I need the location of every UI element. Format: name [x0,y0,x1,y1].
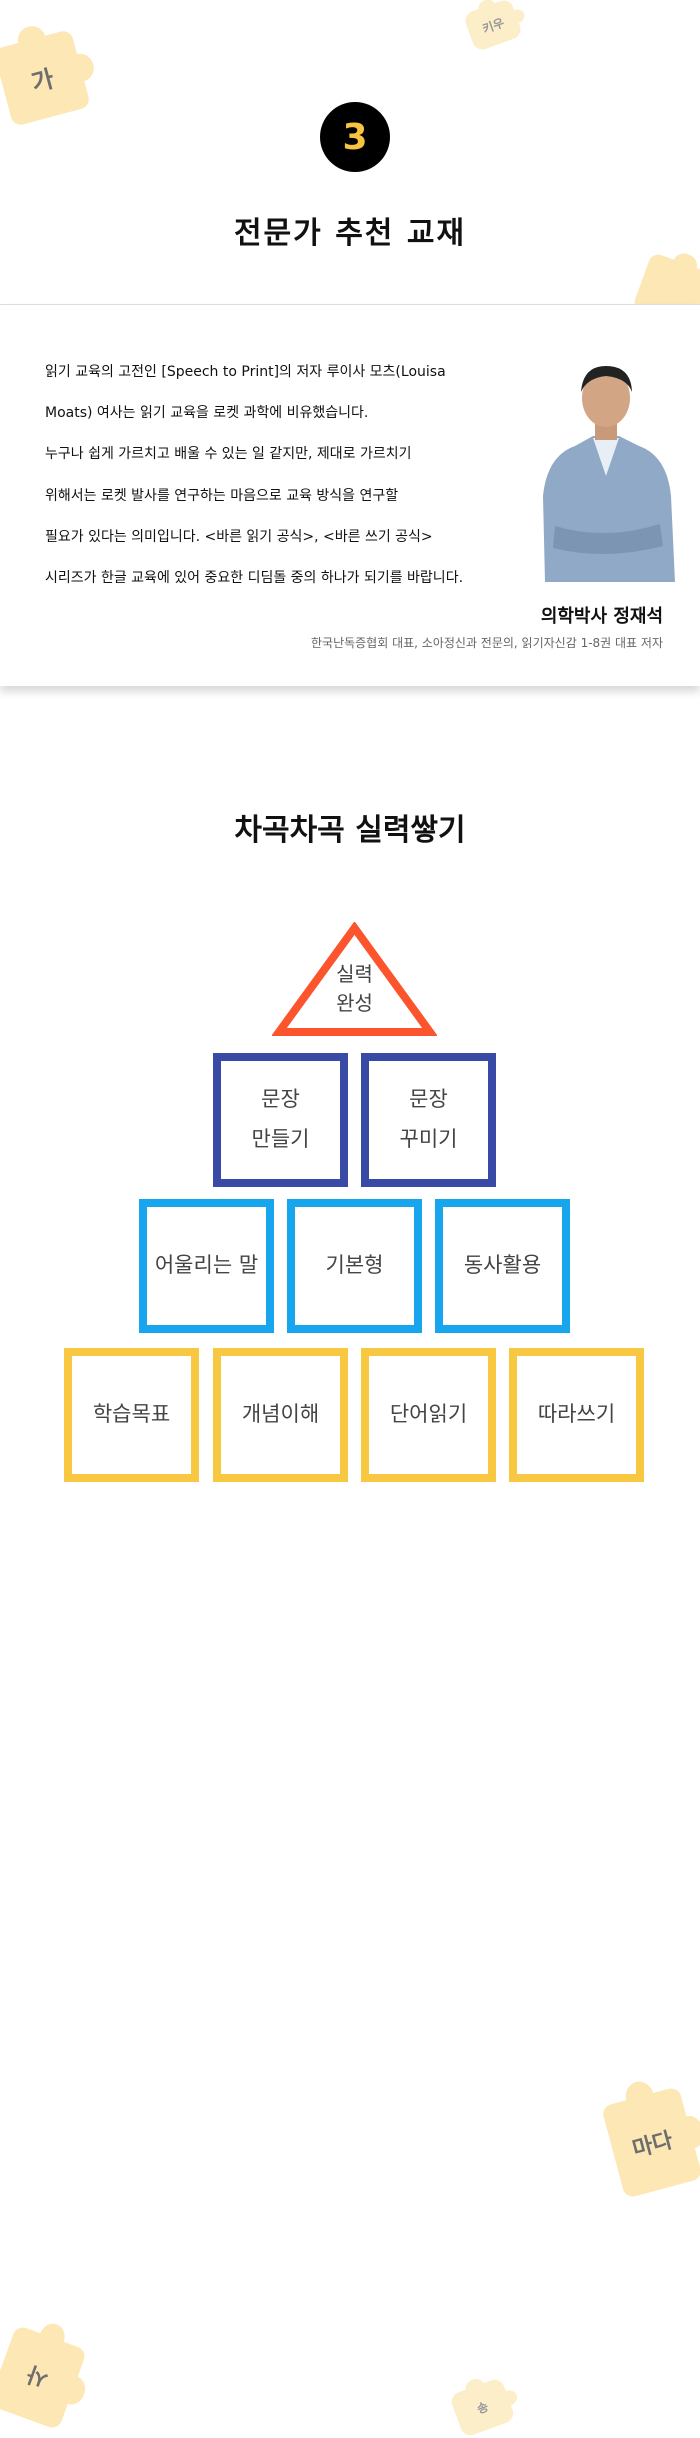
puzzle-decoration: 사 [0,2324,88,2431]
label-line: 문장 [409,1087,448,1112]
author-credentials: 한국난독증협회 대표, 소아정신과 전문의, 읽기자신감 1-8권 대표 저자 [310,636,663,650]
author-photo [543,366,675,582]
quote-line: 필요가 있다는 의미입니다. <바른 읽기 공식>, <바른 쓰기 공식> [45,529,433,545]
author-name: 의학박사 정재석 [540,606,663,627]
quote-line: 읽기 교육의 고전인 [Speech to Print]의 저자 루이사 모츠(… [45,364,446,380]
label-line: 개념이해 [241,1402,320,1427]
puzzle-letter: 송 [475,2399,491,2417]
expert-recommendation-card: 읽기 교육의 고전인 [Speech to Print]의 저자 루이사 모츠(… [0,304,700,686]
quote-line: 시리즈가 한글 교육에 있어 중요한 디딤돌 중의 하나가 되기를 바랍니다. [45,570,464,586]
puzzle-decoration: 키우 [462,0,524,53]
label-line: 실력 [336,962,373,986]
step-number-badge: 3 [320,102,390,172]
label-line: 꾸미기 [399,1127,458,1151]
quote-line: 위해서는 로켓 발사를 연구하는 마음으로 교육 방식을 연구할 [45,488,399,504]
pyramid-top-label: 실력 완성 [272,960,437,1018]
puzzle-decoration: 마다 [601,2086,700,2199]
label-line: 문장 [261,1087,300,1112]
label-line: 만들기 [251,1127,310,1151]
puzzle-decoration: 송 [448,2376,517,2438]
section-title: 차곡차곡 실력쌓기 [234,813,466,848]
label-line: 완성 [336,991,373,1015]
block-word-reading: 단어읽기 [361,1348,496,1482]
puzzle-letter: 사 [24,2359,53,2391]
block-learning-goal: 학습목표 [64,1348,199,1482]
puzzle-decoration: 가 [0,29,91,127]
label-line: 학습목표 [92,1402,171,1427]
label-line: 기본형 [325,1253,384,1278]
puzzle-letter: 키우 [480,15,506,36]
quote-line: Moats) 여사는 읽기 교육을 로켓 과학에 비유했습니다. [45,405,369,421]
puzzle-letter: 마다 [629,2127,676,2163]
section-title: 전문가 추천 교재 [233,216,467,251]
label-line: 동사활용 [463,1253,542,1278]
block-verb-usage: 동사활용 [435,1199,570,1333]
label-line: 단어읽기 [389,1402,468,1427]
label-line: 따라쓰기 [537,1402,616,1427]
block-trace-writing: 따라쓰기 [509,1348,644,1482]
quote-line: 누구나 쉽게 가르치고 배울 수 있는 일 같지만, 제대로 가르치기 [45,446,412,462]
puzzle-letter: 가 [28,64,57,97]
pyramid-top-triangle [272,922,437,1036]
block-matching-words: 어울리는 말 [139,1199,274,1333]
block-base-form: 기본형 [287,1199,422,1333]
label-line: 어울리는 말 [154,1253,259,1278]
block-concept: 개념이해 [213,1348,348,1482]
